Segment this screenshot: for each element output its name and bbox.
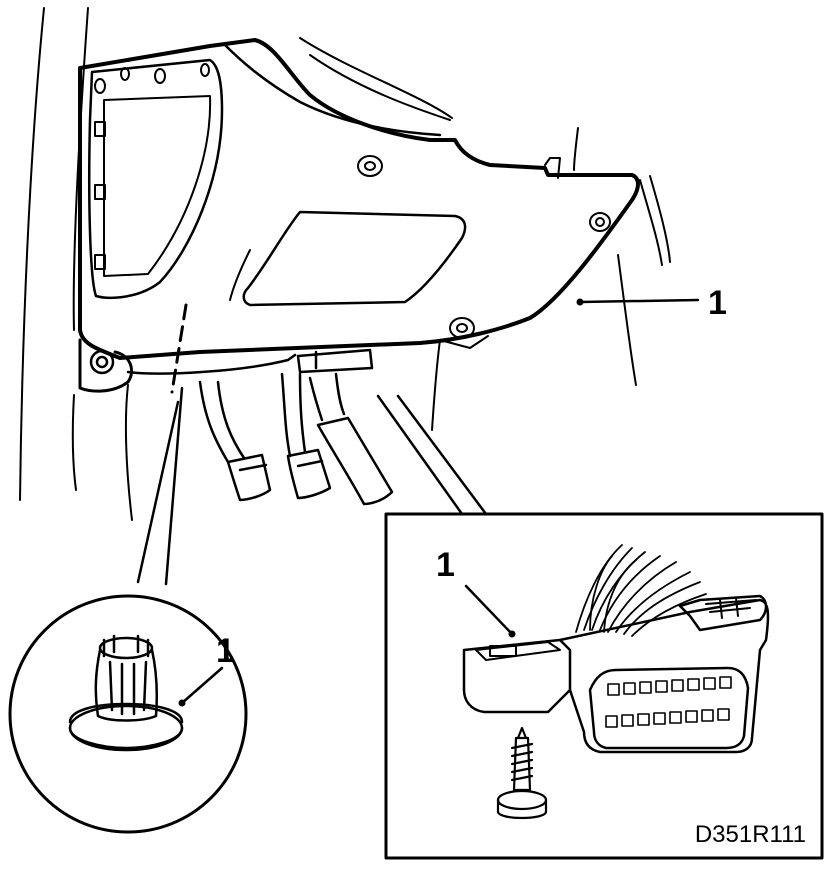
clip-leader-left [136, 400, 180, 584]
slot-2 [94, 184, 106, 200]
connector-detail [376, 394, 824, 860]
centre-line-dashed [170, 303, 188, 394]
obd-pin-row-lower [605, 708, 730, 728]
slot-1 [94, 121, 106, 137]
slot-3 [94, 254, 106, 270]
wire-bundle [575, 544, 707, 637]
panel-leader-dot [576, 298, 584, 306]
hole-2 [154, 68, 166, 84]
connector-leader-right [396, 394, 488, 516]
self-tapping-screw [496, 726, 548, 820]
panel-screw-bosses [357, 155, 611, 349]
panel-leader-line [578, 298, 700, 304]
clip-leader-right [164, 386, 184, 586]
obd-front-face [588, 666, 750, 750]
connector-callout-number: 1 [436, 546, 455, 584]
hole-4 [94, 78, 106, 94]
panel-connector [296, 348, 374, 374]
obd-rear-housing [678, 594, 768, 632]
clip-callout-dot [178, 699, 186, 707]
clip-callout-leader [180, 666, 224, 705]
connector-detail-box [384, 512, 824, 860]
mounting-lug [78, 338, 133, 393]
panel-callout-number: 1 [708, 284, 727, 322]
clip-detail-circle [8, 594, 248, 834]
figure-code: D351R111 [695, 821, 806, 848]
main-view [19, 7, 700, 521]
obd-pin-row-upper [607, 676, 732, 696]
panel-left-face [88, 58, 224, 299]
lug-bolt [89, 349, 115, 375]
bracket-slot [489, 645, 517, 657]
clip-detail [8, 386, 248, 834]
panel-left-inner [103, 95, 212, 277]
panel-upper-edge [223, 43, 442, 137]
connector-callout-dot [508, 630, 516, 638]
hole-1 [120, 67, 130, 81]
connector-callout-leader [464, 584, 514, 636]
lower-rail [126, 353, 297, 375]
lower-dash-panel [78, 38, 640, 360]
clip-callout-number: 1 [216, 632, 235, 670]
bracket-top-face [475, 641, 561, 661]
panel-tab [544, 157, 561, 179]
plastic-clip [68, 634, 184, 752]
connector-bracket [462, 638, 572, 714]
obd-rear-detail [705, 597, 757, 619]
panel-aperture [242, 210, 467, 307]
pillar-lines [19, 7, 671, 521]
connector-leader-left [376, 394, 464, 516]
pedals [198, 372, 394, 506]
hole-3 [200, 63, 210, 77]
